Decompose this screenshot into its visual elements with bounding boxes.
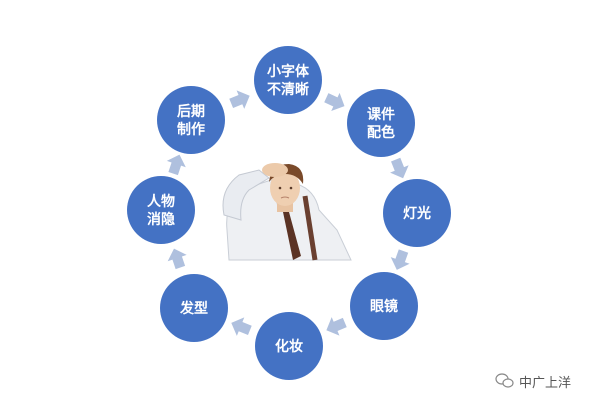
node-circle (255, 312, 323, 380)
node-hairstyle: 发型 (160, 274, 228, 342)
cycle-arrow (231, 317, 252, 336)
cycle-arrow (390, 157, 409, 179)
node-label: 课件 (367, 106, 395, 123)
watermark: 中广上洋 (495, 373, 571, 391)
wechat-icon (495, 373, 514, 388)
cycle-arrow (326, 317, 347, 336)
cycle-arrow (229, 90, 250, 109)
cycle-arrow (324, 92, 345, 111)
node-glasses: 眼镜 (350, 272, 418, 340)
raised-arm (222, 169, 270, 221)
node-makeup: 化妆 (255, 312, 323, 380)
node-circle (347, 89, 415, 157)
face (270, 170, 300, 206)
cycle-arrow (167, 248, 187, 270)
node-lighting: 灯光 (383, 179, 451, 247)
watermark-text: 中广上洋 (519, 376, 571, 391)
node-label: 不清晰 (267, 81, 309, 98)
node-label: 化妆 (275, 338, 303, 355)
node-label: 发型 (179, 300, 208, 317)
node-label: 消隐 (147, 211, 175, 228)
node-label: 小字体 (267, 63, 310, 80)
node-label: 后期 (177, 103, 205, 120)
node-label: 灯光 (403, 205, 431, 222)
node-circle (254, 46, 322, 114)
cycle-arrow (390, 249, 410, 270)
node-circle (127, 176, 195, 244)
node-label: 人物 (147, 193, 175, 210)
node-circle (350, 272, 418, 340)
cycle-arrows (166, 90, 410, 336)
node-label: 配色 (367, 124, 395, 141)
center-photo (222, 163, 352, 261)
tie (283, 212, 301, 260)
node-label: 眼镜 (370, 298, 398, 315)
node-circle (383, 179, 451, 247)
cycle-arrow (166, 154, 186, 176)
node-circle (160, 274, 228, 342)
hand (262, 163, 288, 177)
node-label: 制作 (177, 121, 205, 138)
node-circle (157, 86, 225, 154)
